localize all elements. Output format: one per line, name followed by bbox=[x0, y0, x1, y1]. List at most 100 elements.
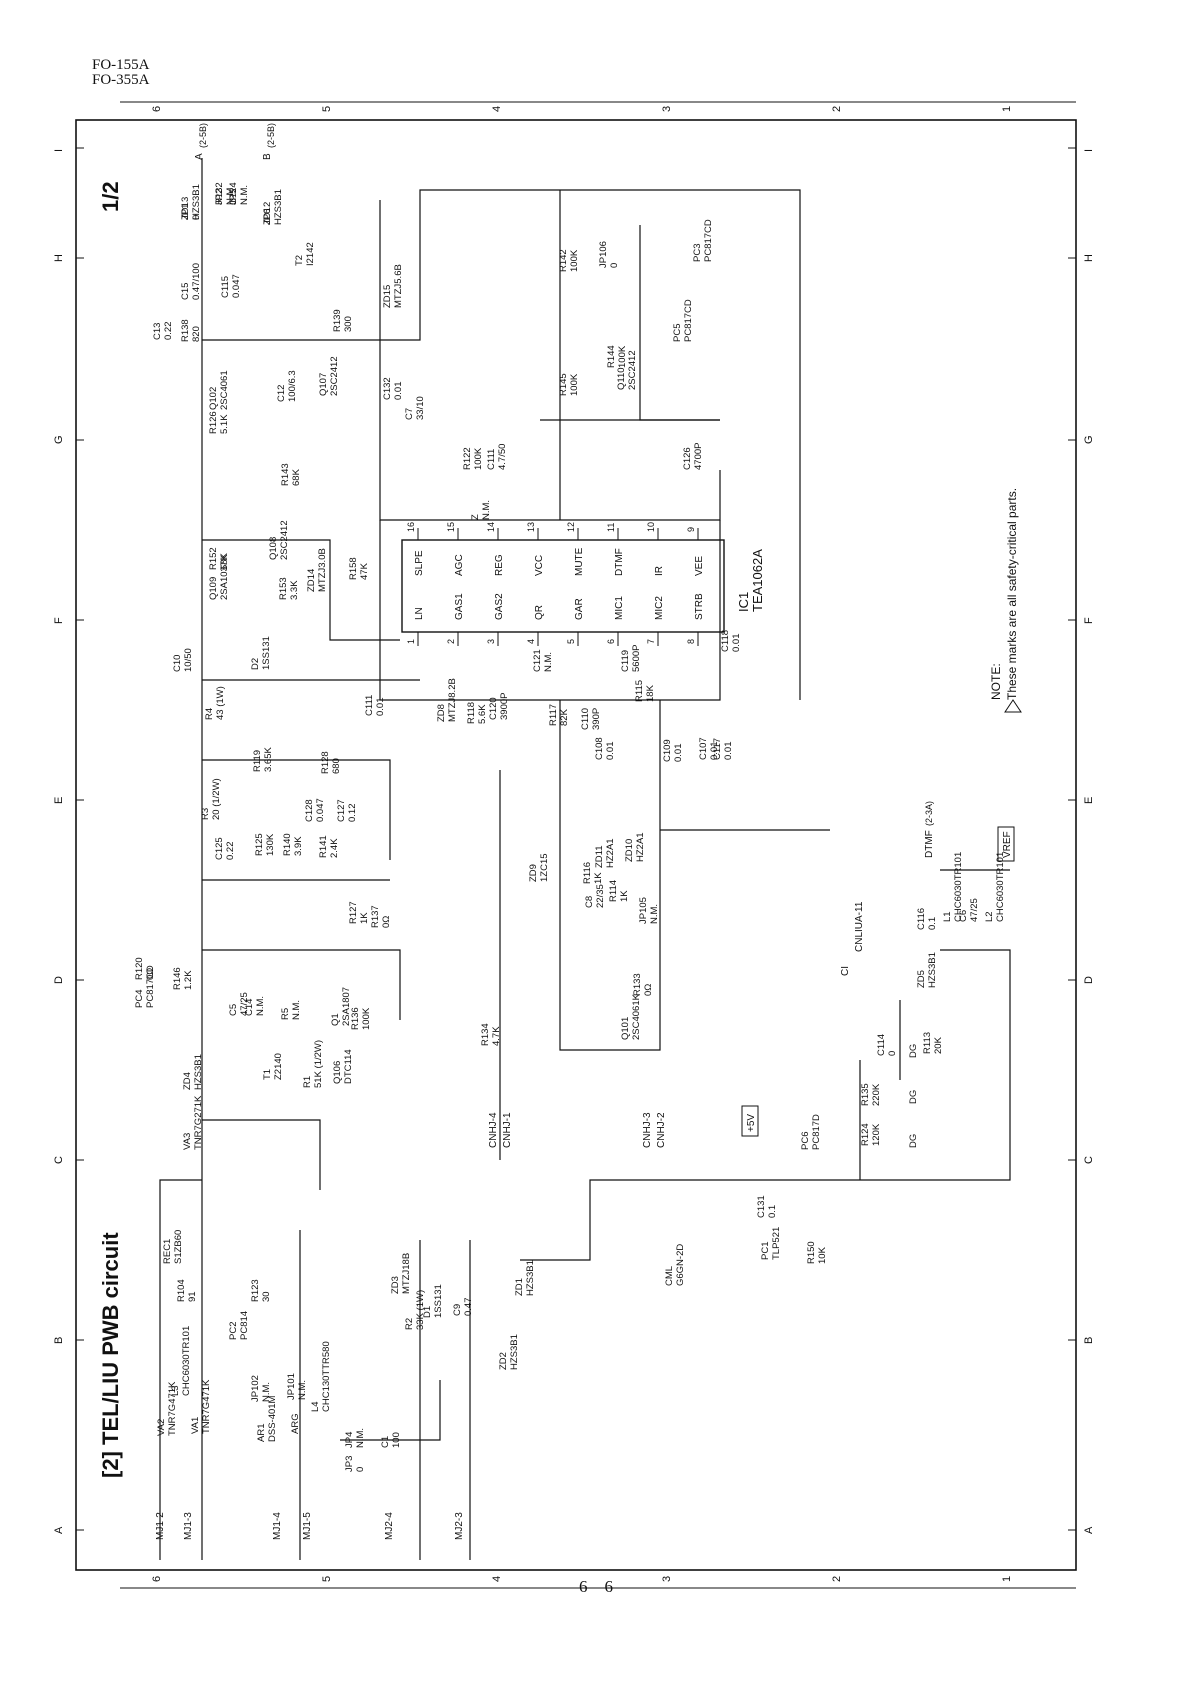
ic-pin-name: IR bbox=[654, 566, 665, 576]
component-value: DSS-401M bbox=[267, 1395, 278, 1442]
component-value: 1ZC15 bbox=[539, 853, 550, 882]
column-label-top: 2 bbox=[831, 106, 843, 112]
ic-pin-number: 10 bbox=[646, 522, 656, 532]
connector-cnhj-4: CNHJ-4 bbox=[488, 1112, 499, 1148]
component-ref: C12 bbox=[276, 385, 287, 402]
component-value: CHC130TTR580 bbox=[321, 1341, 332, 1412]
component-ref: R142 bbox=[558, 249, 569, 272]
component-value: 47K bbox=[359, 562, 370, 580]
component-value: 100K bbox=[569, 373, 580, 396]
component-ref: VA2 bbox=[156, 1419, 167, 1436]
component-ref: VA3 bbox=[182, 1133, 193, 1150]
component-value: 10/50 bbox=[183, 648, 194, 672]
component-value: HZ2A1 bbox=[635, 832, 646, 862]
component-ref: Z bbox=[470, 514, 481, 520]
wire-l3 bbox=[340, 1380, 441, 1441]
component-ref: R5 bbox=[280, 1008, 291, 1020]
component-value: I2142 bbox=[305, 242, 316, 266]
ic-pin-number: 15 bbox=[446, 522, 456, 532]
border-inner bbox=[75, 119, 1077, 1571]
component-ref: C117 bbox=[712, 738, 723, 760]
component-value: 100K bbox=[569, 249, 580, 272]
row-label-right: D bbox=[1083, 976, 1095, 984]
wire-top-loop bbox=[202, 189, 801, 700]
signal-dtmf: DTMF bbox=[924, 830, 935, 858]
component-ref: T1 bbox=[262, 1069, 273, 1080]
component-value: 5.1K bbox=[219, 414, 230, 434]
component-value: CHC6030TR101 bbox=[995, 852, 1006, 922]
component-value: 2SC4061K bbox=[631, 993, 642, 1040]
ic-pin-number: 8 bbox=[686, 639, 696, 644]
wiring bbox=[159, 158, 1011, 1560]
component-value: N.M. bbox=[543, 652, 554, 672]
component-value: 100K bbox=[361, 1007, 372, 1030]
component-value: N.M. bbox=[297, 1380, 308, 1400]
component-value: HZS3B1 bbox=[273, 189, 284, 225]
component-value: N.M. bbox=[261, 1382, 272, 1402]
ic-pin-name: DTMF bbox=[614, 548, 625, 576]
wire-ln bbox=[202, 539, 400, 641]
component-value: CHC6030TR101 bbox=[953, 852, 964, 922]
column-label-bottom: 3 bbox=[661, 1576, 673, 1582]
plus5v-box bbox=[741, 1105, 759, 1137]
component-value: TNR7G471K bbox=[167, 1381, 178, 1436]
vref-box bbox=[997, 826, 1015, 862]
component-value: 20K bbox=[933, 1036, 944, 1054]
component-value: 3.3K bbox=[289, 580, 300, 600]
ground-label: DG bbox=[908, 1134, 919, 1148]
component-value: PC817D bbox=[811, 1114, 822, 1150]
component-ref: Q102 bbox=[208, 387, 219, 410]
component-ref: PC6 bbox=[800, 1132, 811, 1150]
component-value: 1.2K bbox=[183, 970, 194, 990]
component-ref: C10 bbox=[172, 655, 183, 672]
component-value: 0.01 bbox=[393, 382, 404, 401]
component-r132: R132 bbox=[214, 182, 225, 205]
component-value: N.M. bbox=[649, 904, 660, 924]
connector-mj2-3: MJ2-3 bbox=[454, 1512, 465, 1540]
component-ref: ZD3 bbox=[390, 1276, 401, 1294]
component-value: 120K bbox=[871, 1123, 882, 1146]
row-label-right: I bbox=[1083, 149, 1095, 152]
ic-pin-number: 2 bbox=[446, 639, 456, 644]
component-value: PC817CD bbox=[145, 965, 156, 1008]
component-ref: Q1 bbox=[330, 1013, 341, 1026]
component-ref: C9 bbox=[452, 1304, 463, 1316]
component-ref: ZD13 bbox=[180, 197, 191, 220]
ic-pin-name: VCC bbox=[534, 555, 545, 576]
component-ref: JP1 bbox=[180, 204, 191, 220]
row-label-left: H bbox=[53, 254, 65, 262]
row-label-right: B bbox=[1083, 1337, 1095, 1344]
component-ref: ZD4 bbox=[182, 1072, 193, 1090]
